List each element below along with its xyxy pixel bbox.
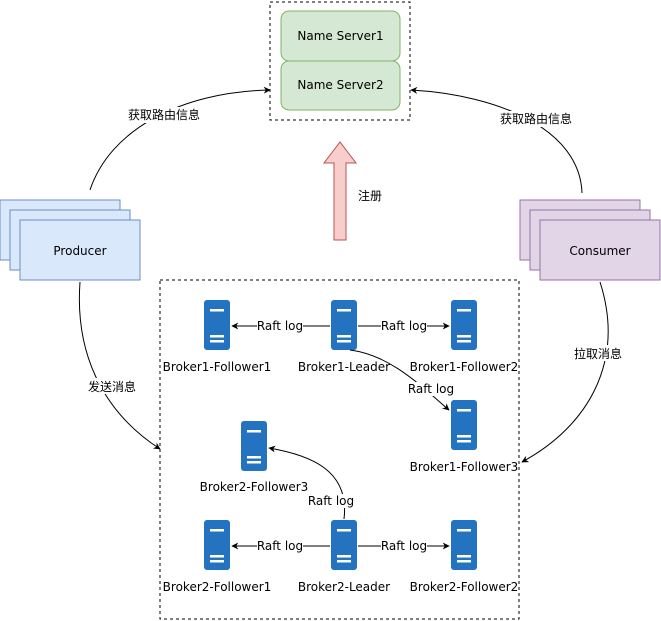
b2-raft-label-f3: Raft log xyxy=(308,494,354,508)
b2-raft-label-f2: Raft log xyxy=(381,539,427,553)
broker1-follower1-icon[interactable] xyxy=(204,300,230,350)
broker2-leader-icon[interactable] xyxy=(331,520,357,570)
broker1-follower2-label: Broker1-Follower2 xyxy=(410,360,519,374)
b1-raft-label-f1: Raft log xyxy=(257,319,303,333)
broker-group xyxy=(159,279,520,620)
broker1-follower1-label: Broker1-Follower1 xyxy=(163,360,272,374)
consumer-label: Consumer xyxy=(569,244,630,258)
consumer-node[interactable] xyxy=(519,199,661,281)
name-server-2-box[interactable] xyxy=(280,60,401,111)
name-server-group xyxy=(269,1,411,121)
consumer-route-label: 获取路由信息 xyxy=(500,111,572,126)
name-server-1-label: Name Server1 xyxy=(297,29,383,43)
broker1-follower2-icon[interactable] xyxy=(451,300,477,350)
send-message-edge xyxy=(78,281,161,450)
broker2-follower2-label: Broker2-Follower2 xyxy=(410,580,519,594)
broker1-leader-icon[interactable] xyxy=(331,300,357,350)
producer-route-edge xyxy=(89,86,271,191)
send-message-label: 发送消息 xyxy=(88,379,136,394)
broker2-follower1-label: Broker2-Follower1 xyxy=(163,580,272,594)
b1-raft-label-f2: Raft log xyxy=(381,319,427,333)
pull-message-label: 拉取消息 xyxy=(574,346,622,361)
pull-message-edge xyxy=(521,281,609,463)
producer-route-label: 获取路由信息 xyxy=(128,107,200,122)
b1-raft-edge-f3 xyxy=(349,349,450,411)
broker1-follower3-icon[interactable] xyxy=(451,400,477,450)
broker2-follower3-label: Broker2-Follower3 xyxy=(200,480,309,494)
broker1-leader-label: Broker1-Leader xyxy=(298,360,390,374)
broker1-follower3-label: Broker1-Follower3 xyxy=(410,460,519,474)
broker2-leader-label: Broker2-Leader xyxy=(298,580,390,594)
producer-node[interactable] xyxy=(0,199,141,281)
producer-label: Producer xyxy=(53,244,106,258)
register-arrow xyxy=(322,141,358,241)
broker2-follower2-icon[interactable] xyxy=(451,520,477,570)
consumer-route-edge xyxy=(410,86,583,194)
name-server-2-label: Name Server2 xyxy=(297,78,383,92)
b1-raft-label-f3: Raft log xyxy=(408,382,454,396)
broker2-follower1-icon[interactable] xyxy=(204,520,230,570)
register-label: 注册 xyxy=(358,188,382,203)
broker2-follower3-icon[interactable] xyxy=(241,421,267,471)
b2-raft-label-f1: Raft log xyxy=(257,539,303,553)
